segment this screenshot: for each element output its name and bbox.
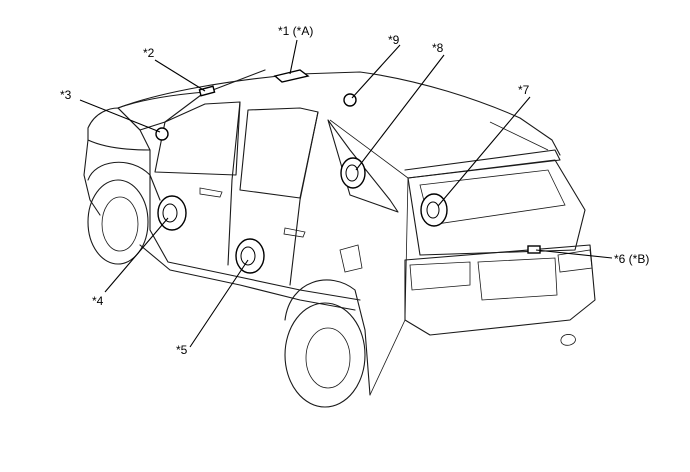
callout-6: *6 (*B)	[614, 252, 650, 266]
leader-6	[535, 249, 613, 259]
body-side	[149, 149, 361, 301]
callout-4: *4	[92, 294, 104, 308]
roof-antenna-unit	[273, 69, 310, 83]
rear-door-speaker	[235, 238, 265, 274]
liftgate	[407, 159, 586, 256]
callout-8: *8	[432, 41, 444, 55]
front-fascia	[83, 139, 101, 216]
front-door-window	[154, 101, 241, 176]
front-wheel	[87, 179, 149, 265]
callout-5: *5	[176, 343, 188, 357]
rear-wheel	[284, 302, 366, 408]
door-seam-front	[227, 101, 241, 266]
rear-wheel-rim	[305, 327, 351, 389]
quarter-speaker-right	[420, 193, 448, 227]
rear-door-window	[239, 107, 319, 199]
license-plate	[477, 257, 558, 301]
rear-fender-arch	[284, 279, 371, 396]
callout-2: *2	[143, 46, 155, 60]
callout-1: *1 (*A)	[278, 24, 314, 38]
antenna-mast	[204, 69, 266, 94]
front-wheel-rim	[101, 196, 139, 252]
leader-9	[351, 44, 401, 99]
rear-connector	[527, 245, 541, 254]
callout-9: *9	[388, 33, 400, 47]
leader-8	[355, 54, 445, 171]
tail-light-left	[409, 261, 471, 291]
quarter-speaker-left-cone	[345, 164, 359, 182]
front-fender-arch	[87, 161, 161, 201]
callout-3: *3	[60, 88, 72, 102]
callout-7: *7	[518, 83, 530, 97]
antenna-base	[198, 85, 216, 97]
leader-5	[189, 259, 249, 348]
door-seam-rear	[289, 111, 319, 286]
hood	[87, 107, 151, 151]
leader-7	[437, 96, 531, 207]
roof-outline	[117, 71, 561, 156]
leader-4	[104, 217, 169, 293]
tail-light-right	[557, 249, 593, 273]
rear-door-speaker-cone	[240, 246, 256, 266]
roof-rear-edge	[404, 149, 561, 179]
leader-3	[79, 99, 161, 133]
rear-body-side	[329, 119, 409, 396]
quarter-speaker-right-cone	[426, 201, 440, 219]
front-door-handle	[199, 187, 223, 198]
front-tweeter	[155, 127, 169, 141]
leader-1	[289, 39, 298, 75]
front-door-speaker-cone	[162, 203, 178, 223]
leader-2	[154, 59, 206, 92]
fuel-door	[339, 244, 363, 273]
exhaust-pipe	[560, 334, 576, 346]
windshield	[117, 91, 206, 131]
rear-wiper	[489, 121, 549, 151]
rear-door-handle	[283, 227, 306, 238]
rear-bumper	[404, 244, 596, 336]
